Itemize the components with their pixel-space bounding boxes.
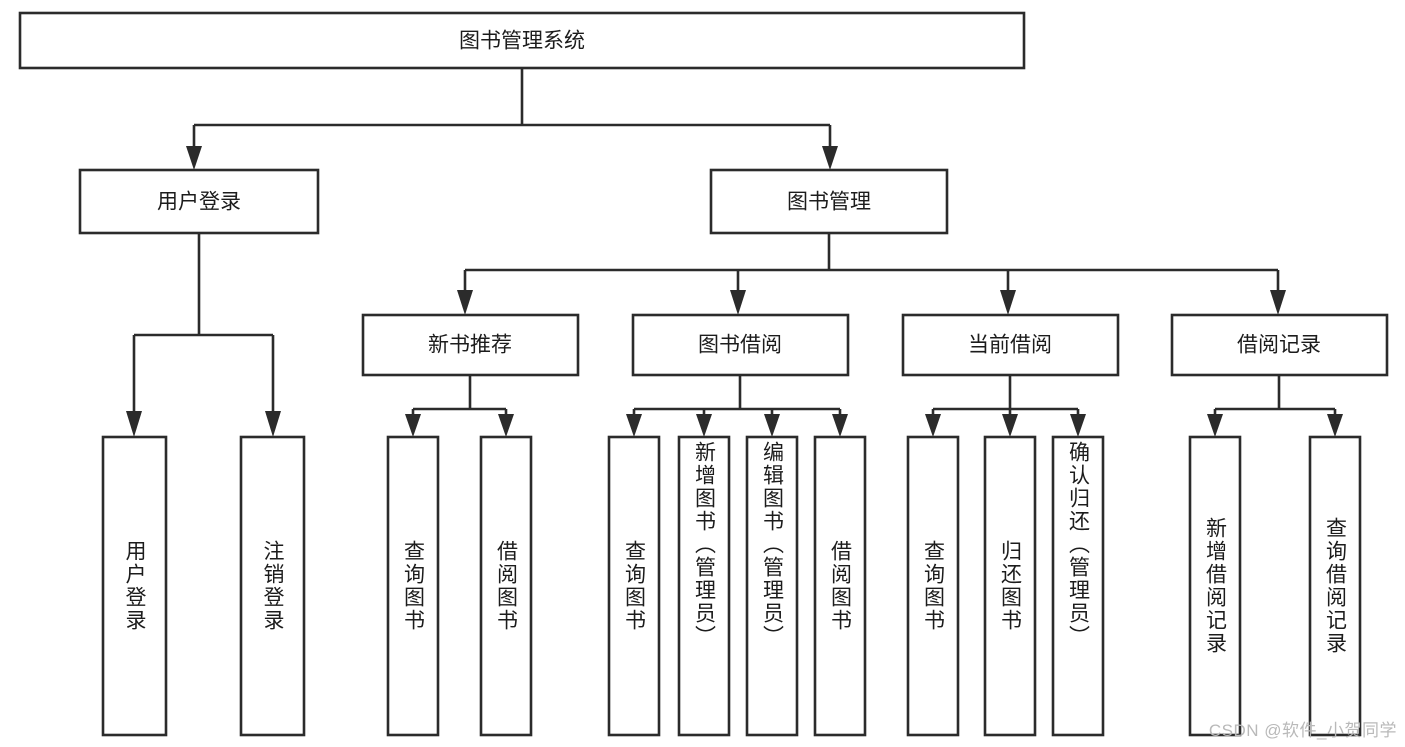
node-leaf-confirm-return-box[interactable] bbox=[1051, 435, 1105, 737]
node-current-borrow-label: 当前借阅 bbox=[968, 334, 1052, 357]
node-new-book-recommend-label: 新书推荐 bbox=[428, 334, 512, 357]
node-borrow-record-box[interactable] bbox=[1170, 313, 1389, 377]
node-leaf-query-book-2-box[interactable] bbox=[607, 435, 661, 737]
node-leaf-query-book-1-box[interactable] bbox=[386, 435, 440, 737]
arrow-new-book-recommend bbox=[457, 290, 473, 315]
node-leaf-query-record-box[interactable] bbox=[1308, 435, 1362, 737]
arrow-leaf-borrow-book-2 bbox=[832, 414, 848, 437]
node-book-manage[interactable]: 图书管理 bbox=[709, 168, 949, 235]
arrow-leaf-borrow-book-1 bbox=[498, 414, 514, 437]
arrow-leaf-user-login bbox=[126, 411, 142, 437]
arrow-leaf-query-book-1 bbox=[405, 414, 421, 437]
node-new-book-recommend-box[interactable] bbox=[361, 313, 580, 377]
connector-borrow-record-to-leaves bbox=[1207, 375, 1343, 437]
connector-new-book-to-leaves bbox=[405, 375, 514, 437]
node-book-manage-box[interactable] bbox=[709, 168, 949, 235]
connector-root-to-level2 bbox=[186, 68, 838, 170]
arrow-borrow-record bbox=[1270, 290, 1286, 315]
connector-book-manage-to-level3 bbox=[457, 233, 1286, 315]
node-root-box[interactable] bbox=[18, 11, 1026, 70]
node-borrow-record[interactable]: 借阅记录 bbox=[1170, 313, 1389, 377]
node-root-label: 图书管理系统 bbox=[459, 30, 585, 53]
connector-user-login-to-leaves bbox=[126, 233, 281, 437]
node-leaf-add-record-box[interactable] bbox=[1188, 435, 1242, 737]
node-leaf-borrow-book-2-box[interactable] bbox=[813, 435, 867, 737]
node-user-login-label: 用户登录 bbox=[157, 191, 241, 214]
arrow-leaf-query-record bbox=[1327, 414, 1343, 437]
arrow-leaf-confirm-return bbox=[1070, 414, 1086, 437]
arrow-leaf-query-book-2 bbox=[626, 414, 642, 437]
connector-book-borrow-to-leaves bbox=[626, 375, 848, 437]
arrow-book-borrow bbox=[730, 290, 746, 315]
node-leaf-user-login-box[interactable] bbox=[101, 435, 168, 737]
node-book-manage-label: 图书管理 bbox=[787, 191, 871, 214]
arrow-leaf-add-book bbox=[696, 414, 712, 437]
arrow-leaf-add-record bbox=[1207, 414, 1223, 437]
node-leaf-add-book-box[interactable] bbox=[677, 435, 731, 737]
node-leaf-logout-box[interactable] bbox=[239, 435, 306, 737]
node-book-borrow[interactable]: 图书借阅 bbox=[631, 313, 850, 377]
arrow-leaf-return-book bbox=[1002, 414, 1018, 437]
csdn-watermark: CSDN @软件_小贺同学 bbox=[1208, 721, 1397, 740]
node-leaf-borrow-book-1-box[interactable] bbox=[479, 435, 533, 737]
connector-current-borrow-to-leaves bbox=[925, 375, 1086, 437]
node-book-borrow-box[interactable] bbox=[631, 313, 850, 377]
node-leaf-return-book-box[interactable] bbox=[983, 435, 1037, 737]
arrow-book-manage bbox=[822, 146, 838, 170]
node-leaf-query-book-3-box[interactable] bbox=[906, 435, 960, 737]
arrow-leaf-edit-book bbox=[764, 414, 780, 437]
node-book-borrow-label: 图书借阅 bbox=[698, 334, 782, 357]
node-borrow-record-label: 借阅记录 bbox=[1237, 334, 1321, 357]
node-current-borrow[interactable]: 当前借阅 bbox=[901, 313, 1120, 377]
node-leaf-edit-book-box[interactable] bbox=[745, 435, 799, 737]
node-user-login[interactable]: 用户登录 bbox=[78, 168, 320, 235]
arrow-current-borrow bbox=[1000, 290, 1016, 315]
node-current-borrow-box[interactable] bbox=[901, 313, 1120, 377]
arrow-leaf-logout bbox=[265, 411, 281, 437]
arrow-user-login bbox=[186, 146, 202, 170]
node-root[interactable]: 图书管理系统 bbox=[18, 11, 1026, 70]
node-user-login-box[interactable] bbox=[78, 168, 320, 235]
node-new-book-recommend[interactable]: 新书推荐 bbox=[361, 313, 580, 377]
arrow-leaf-query-book-3 bbox=[925, 414, 941, 437]
